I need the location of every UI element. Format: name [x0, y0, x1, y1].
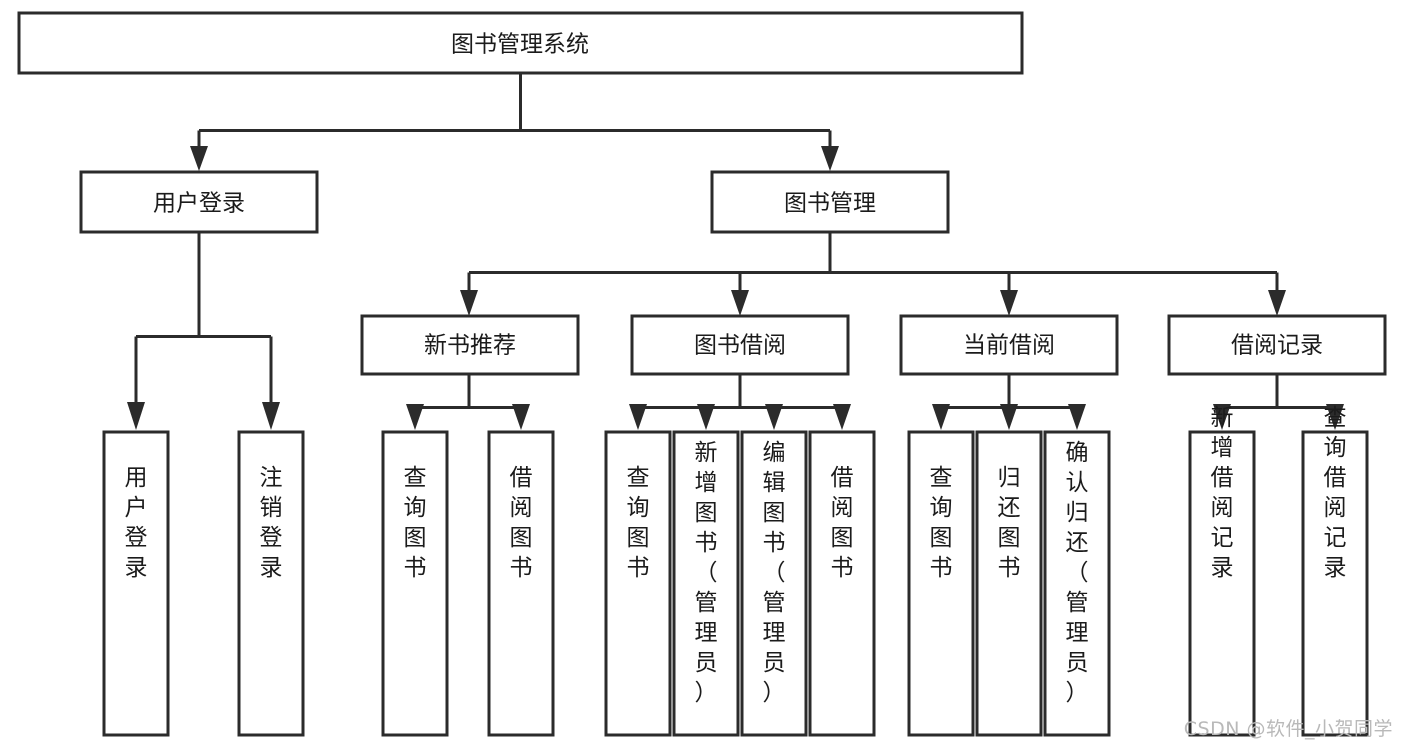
node-current-borrow-box[interactable] [899, 314, 1119, 376]
node-leaf-borrow-book-1[interactable]: 借阅图书 [487, 430, 555, 737]
node-leaf-query-book-3-label: 查询图书 [930, 465, 953, 581]
node-leaf-query-book-1-box[interactable] [381, 430, 449, 737]
node-leaf-borrow-book-1-label: 借阅图书 [510, 465, 533, 581]
arrowhead-book-manage [821, 146, 839, 171]
connector-borrow-record-to-leaves [1213, 374, 1344, 430]
node-leaf-return-book-box[interactable] [975, 430, 1043, 737]
node-leaf-borrow-book-1-box[interactable] [487, 430, 555, 737]
arrowhead-leaf-return-book [1000, 404, 1018, 430]
arrowhead-leaf-user-login [127, 402, 145, 430]
node-leaf-user-logout-box[interactable] [237, 430, 305, 737]
arrowhead-user-login [190, 146, 208, 171]
arrowhead-leaf-borrow-book-2 [833, 404, 851, 430]
arrowhead-leaf-add-record [1213, 404, 1231, 430]
arrowhead-borrow-record [1268, 290, 1286, 316]
node-leaf-user-login-label: 用户登录 [125, 465, 148, 581]
node-leaf-return-book-label: 归还图书 [998, 465, 1021, 581]
arrowhead-book-borrow [731, 290, 749, 316]
node-root-label: 图书管理系统 [451, 32, 589, 58]
connector-book-manage-to-level3 [460, 232, 1286, 316]
node-leaf-query-book-1[interactable]: 查询图书 [381, 430, 449, 737]
arrowhead-leaf-query-book-1 [406, 404, 424, 430]
node-current-borrow-label: 当前借阅 [963, 333, 1055, 359]
node-borrow-record-label: 借阅记录 [1231, 333, 1323, 359]
node-leaf-user-login-box[interactable] [102, 430, 170, 737]
node-leaf-confirm-return[interactable]: 确认归还（管理员） [1043, 430, 1111, 737]
node-leaf-add-book-box[interactable] [672, 430, 740, 737]
node-leaf-confirm-return-label: 确认归还（管理员） [1066, 440, 1089, 706]
node-user-login[interactable]: 用户登录 [79, 170, 319, 234]
node-borrow-record-box[interactable] [1167, 314, 1387, 376]
node-book-borrow-label: 图书借阅 [694, 333, 786, 359]
node-current-borrow[interactable]: 当前借阅 [899, 314, 1119, 376]
node-user-login-label: 用户登录 [153, 191, 245, 217]
node-leaf-query-book-2[interactable]: 查询图书 [604, 430, 672, 737]
arrowhead-new-book-rec [460, 290, 478, 316]
node-leaf-edit-book-box[interactable] [740, 430, 808, 737]
node-leaf-add-book[interactable]: 新增图书（管理员） [672, 430, 740, 737]
arrowhead-leaf-query-book-2 [629, 404, 647, 430]
node-book-manage-box[interactable] [710, 170, 950, 234]
arrowhead-leaf-add-book [697, 404, 715, 430]
node-new-book-rec[interactable]: 新书推荐 [360, 314, 580, 376]
node-leaf-add-book-label: 新增图书（管理员） [695, 440, 718, 706]
node-leaf-user-logout[interactable]: 注销登录 [237, 430, 305, 737]
node-root-box[interactable] [17, 11, 1024, 75]
node-leaf-query-record-label: 查询借阅记录 [1324, 405, 1347, 581]
node-borrow-record[interactable]: 借阅记录 [1167, 314, 1387, 376]
node-new-book-rec-label: 新书推荐 [424, 333, 516, 359]
node-leaf-borrow-book-2-label: 借阅图书 [831, 465, 854, 581]
arrowhead-leaf-user-logout [262, 402, 280, 430]
connector-user-login-to-leaves [127, 232, 280, 430]
node-user-login-box[interactable] [79, 170, 319, 234]
node-leaf-confirm-return-box[interactable] [1043, 430, 1111, 737]
node-leaf-query-record-box[interactable] [1301, 430, 1369, 737]
connector-root-to-level2 [190, 73, 839, 171]
node-leaf-edit-book[interactable]: 编辑图书（管理员） [740, 430, 808, 737]
node-book-borrow-box[interactable] [630, 314, 850, 376]
arrowhead-leaf-borrow-book-1 [512, 404, 530, 430]
connector-new-book-rec-to-leaves [406, 374, 530, 430]
node-leaf-add-record-label: 新增借阅记录 [1211, 405, 1234, 581]
node-leaf-borrow-book-2-box[interactable] [808, 430, 876, 737]
connector-current-borrow-to-leaves [932, 374, 1086, 430]
node-leaf-borrow-book-2[interactable]: 借阅图书 [808, 430, 876, 737]
node-book-borrow[interactable]: 图书借阅 [630, 314, 850, 376]
node-book-manage[interactable]: 图书管理 [710, 170, 950, 234]
node-leaf-add-record-box[interactable] [1188, 430, 1256, 737]
csdn-watermark: CSDN @软件_小贺同学 [1183, 718, 1393, 740]
node-book-manage-label: 图书管理 [784, 191, 876, 217]
node-root[interactable]: 图书管理系统 [17, 11, 1024, 75]
node-leaf-query-record[interactable]: 查询借阅记录 [1301, 405, 1369, 737]
node-leaf-edit-book-label: 编辑图书（管理员） [763, 440, 786, 706]
node-leaf-add-record[interactable]: 新增借阅记录 [1188, 405, 1256, 737]
node-leaf-query-book-2-box[interactable] [604, 430, 672, 737]
arrowhead-leaf-edit-book [765, 404, 783, 430]
node-leaf-query-book-1-label: 查询图书 [404, 465, 427, 581]
arrowhead-leaf-confirm-return [1068, 404, 1086, 430]
arrowhead-leaf-query-book-3 [932, 404, 950, 430]
connector-book-borrow-to-leaves [629, 374, 851, 430]
node-leaf-query-book-3-box[interactable] [907, 430, 975, 737]
node-leaf-query-book-3[interactable]: 查询图书 [907, 430, 975, 737]
arrowhead-leaf-query-record [1326, 404, 1344, 430]
node-leaf-query-book-2-label: 查询图书 [627, 465, 650, 581]
node-leaf-return-book[interactable]: 归还图书 [975, 430, 1043, 737]
node-new-book-rec-box[interactable] [360, 314, 580, 376]
arrowhead-current-borrow [1000, 290, 1018, 316]
node-leaf-user-logout-label: 注销登录 [260, 465, 283, 581]
node-leaf-user-login[interactable]: 用户登录 [102, 430, 170, 737]
